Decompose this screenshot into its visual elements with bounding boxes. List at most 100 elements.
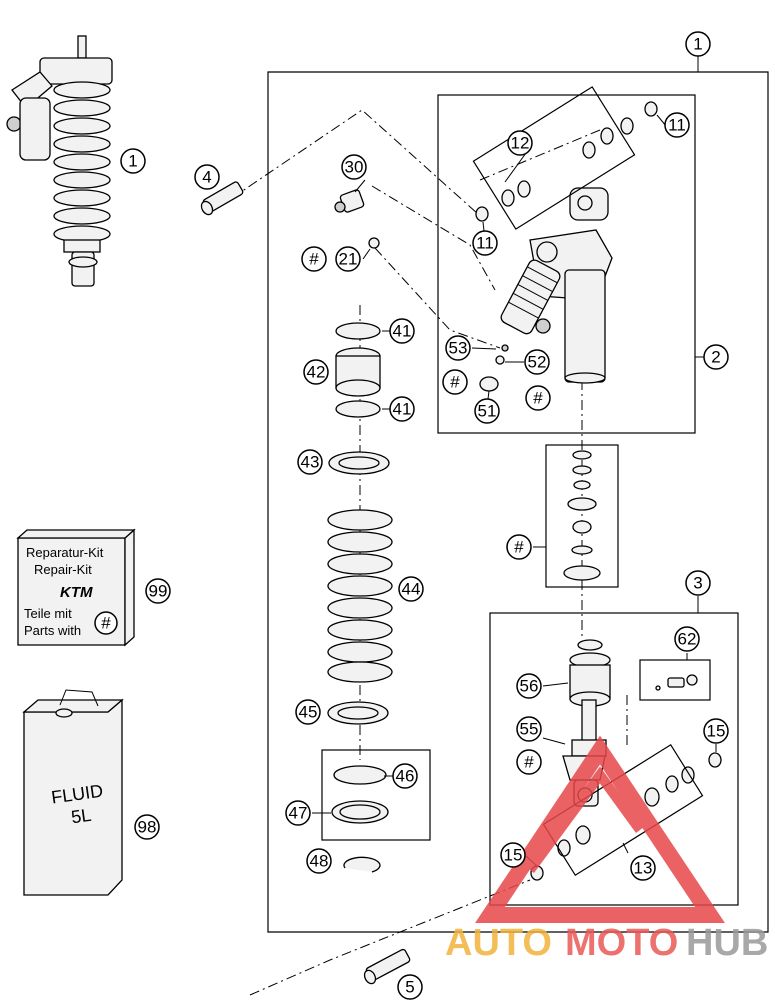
main-assembly-frame xyxy=(267,71,769,933)
callout-98: 98 xyxy=(134,814,160,840)
callout-hash-21: # xyxy=(301,246,327,272)
svg-text:1: 1 xyxy=(128,152,137,171)
svg-text:45: 45 xyxy=(299,703,318,722)
adjuster-knob-30 xyxy=(334,189,365,213)
callout-12: 12 xyxy=(507,130,533,156)
svg-text:55: 55 xyxy=(520,720,539,739)
callout-56: 56 xyxy=(516,673,542,699)
svg-text:48: 48 xyxy=(310,852,329,871)
svg-text:41: 41 xyxy=(393,400,412,419)
svg-text:30: 30 xyxy=(345,158,364,177)
callout-hash-52: # xyxy=(525,385,551,411)
callout-2: 2 xyxy=(703,344,729,370)
callout-hash-55: # xyxy=(516,749,542,775)
callout-15-b: 15 xyxy=(500,842,526,868)
callout-99: 99 xyxy=(145,578,171,604)
ktm-logo: KTM xyxy=(60,584,93,601)
callout-1-top: 1 xyxy=(685,31,711,57)
callout-hash-kit-box: # xyxy=(94,611,118,635)
callouts: 1 1 2 3 4 5 11 11 12 13 15 15 21 # 30 41… xyxy=(94,31,729,1000)
fluid-can: FLUID 5L xyxy=(22,689,124,896)
bolt-5 xyxy=(363,948,411,985)
bolt-4 xyxy=(200,181,244,216)
callout-15-a: 15 xyxy=(703,718,729,744)
spring-stack xyxy=(327,322,393,873)
callout-53: 53 xyxy=(445,335,471,361)
svg-text:98: 98 xyxy=(138,818,157,837)
svg-text:1: 1 xyxy=(693,35,702,54)
callout-47: 47 xyxy=(285,800,311,826)
svg-text:#: # xyxy=(309,250,319,269)
callout-51: 51 xyxy=(474,398,500,424)
piston-rod-group xyxy=(530,639,722,881)
callout-1-left: 1 xyxy=(120,148,146,174)
svg-text:15: 15 xyxy=(707,722,726,741)
callout-43: 43 xyxy=(297,449,323,475)
callout-hash-seal-kit: # xyxy=(506,534,532,560)
callout-62: 62 xyxy=(674,626,700,652)
svg-text:#: # xyxy=(533,389,543,408)
svg-text:#: # xyxy=(450,373,460,392)
watermark-auto: AUTO xyxy=(445,922,552,964)
piston-rod-frame xyxy=(489,612,739,906)
svg-text:13: 13 xyxy=(634,859,653,878)
svg-text:44: 44 xyxy=(402,580,421,599)
spring-seat-frame xyxy=(321,749,431,841)
svg-text:#: # xyxy=(524,753,534,772)
svg-text:11: 11 xyxy=(668,116,686,135)
damper-housing-group xyxy=(472,86,658,392)
callout-4: 4 xyxy=(194,164,220,190)
svg-text:99: 99 xyxy=(149,582,168,601)
watermark-hub: HUB xyxy=(686,922,768,964)
callout-48: 48 xyxy=(306,848,332,874)
svg-text:11: 11 xyxy=(476,234,494,253)
callout-55: 55 xyxy=(516,716,542,742)
repair-kit-line2: Repair-Kit xyxy=(34,562,92,577)
svg-text:56: 56 xyxy=(520,677,539,696)
callout-41-b: 41 xyxy=(389,396,415,422)
svg-text:51: 51 xyxy=(478,402,497,421)
valve-frame xyxy=(639,659,711,701)
callout-41-a: 41 xyxy=(389,318,415,344)
svg-text:62: 62 xyxy=(678,630,697,649)
svg-text:12: 12 xyxy=(511,134,530,153)
svg-text:#: # xyxy=(514,538,524,557)
screw-21 xyxy=(368,237,380,249)
svg-text:42: 42 xyxy=(307,363,326,382)
callout-30: 30 xyxy=(341,154,367,180)
main-spring-44 xyxy=(327,509,393,683)
callout-5: 5 xyxy=(397,974,423,1000)
svg-text:#: # xyxy=(101,614,111,633)
svg-text:5: 5 xyxy=(405,978,414,997)
svg-text:53: 53 xyxy=(449,339,468,358)
callout-21: 21 xyxy=(335,246,361,272)
callout-45: 45 xyxy=(295,699,321,725)
svg-text:3: 3 xyxy=(693,574,702,593)
callout-46: 46 xyxy=(392,763,418,789)
svg-text:47: 47 xyxy=(289,804,308,823)
callout-44: 44 xyxy=(398,576,424,602)
callout-3: 3 xyxy=(685,570,711,596)
callout-11-a: 11 xyxy=(664,112,690,138)
seal-kit-parts xyxy=(563,450,601,581)
leader-lines xyxy=(312,114,717,867)
svg-text:2: 2 xyxy=(711,348,720,367)
callout-11-b: 11 xyxy=(472,230,498,256)
svg-text:4: 4 xyxy=(202,168,211,187)
repair-kit-line3: Teile mit xyxy=(24,606,72,621)
callout-13: 13 xyxy=(630,855,656,881)
damper-housing-frame xyxy=(437,94,696,434)
svg-text:41: 41 xyxy=(393,322,412,341)
callout-42: 42 xyxy=(303,359,329,385)
svg-text:52: 52 xyxy=(528,353,547,372)
svg-text:43: 43 xyxy=(301,453,320,472)
svg-text:21: 21 xyxy=(339,250,358,269)
fluid-volume: 5L xyxy=(70,805,93,828)
svg-text:15: 15 xyxy=(504,846,523,865)
repair-kit-line4: Parts with xyxy=(24,623,81,638)
svg-text:46: 46 xyxy=(396,767,415,786)
watermark: AUTO MOTO HUB xyxy=(445,735,768,964)
watermark-moto: MOTO xyxy=(565,922,678,964)
assembly-frames xyxy=(267,56,769,933)
